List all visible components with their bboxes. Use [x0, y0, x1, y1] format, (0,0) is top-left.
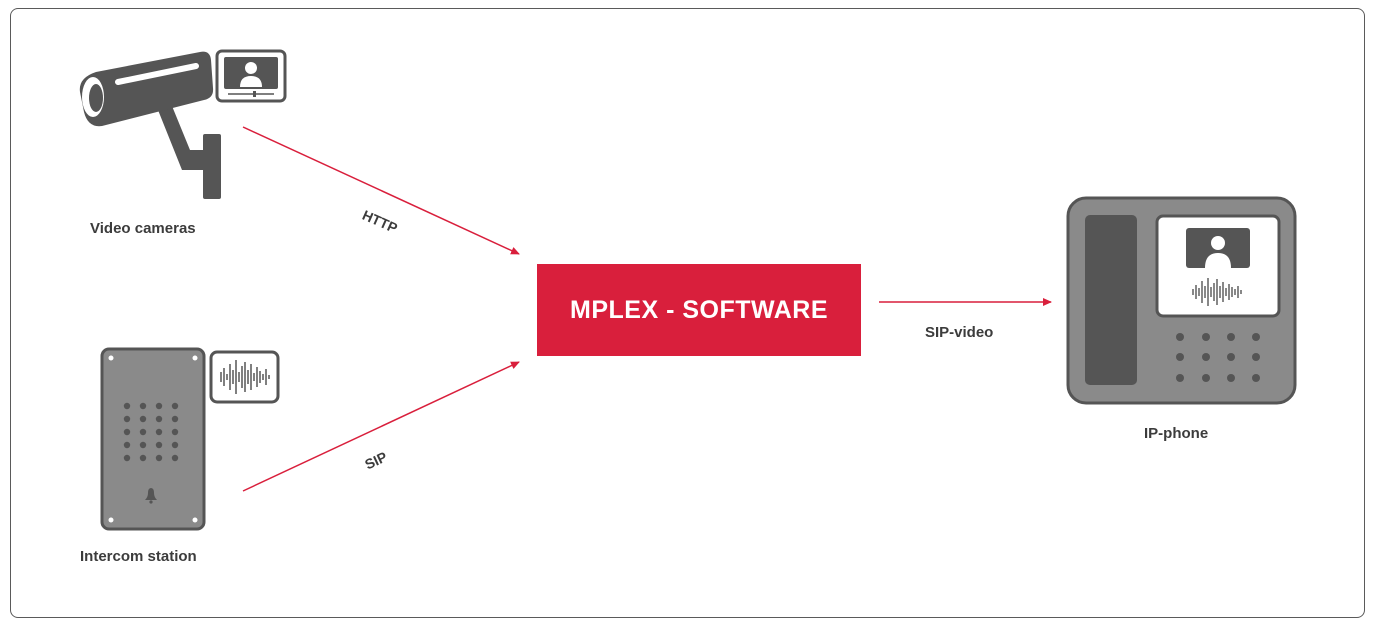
ip-phone-label: IP-phone [1144, 425, 1209, 442]
waveform-lines [220, 360, 270, 394]
intercom-station-icon [100, 347, 206, 531]
edge-label-http: HTTP [360, 207, 400, 236]
mplex-software-label: MPLEX - SOFTWARE [570, 295, 828, 324]
arrow-http [242, 126, 520, 255]
edge-label-sip-video: SIP-video [925, 324, 994, 341]
ip-phone-icon [1066, 196, 1297, 405]
phone-keypad [1176, 333, 1260, 382]
video-camera-icon [79, 51, 221, 199]
mplex-software-box: MPLEX - SOFTWARE [537, 264, 861, 356]
video-cameras-label: Video cameras [90, 220, 196, 237]
video-monitor-icon [215, 49, 287, 103]
arrow-sip [242, 361, 520, 492]
audio-wave-icon [209, 350, 280, 404]
intercom-station-label: Intercom station [80, 548, 197, 565]
edge-label-sip: SIP [362, 448, 389, 472]
